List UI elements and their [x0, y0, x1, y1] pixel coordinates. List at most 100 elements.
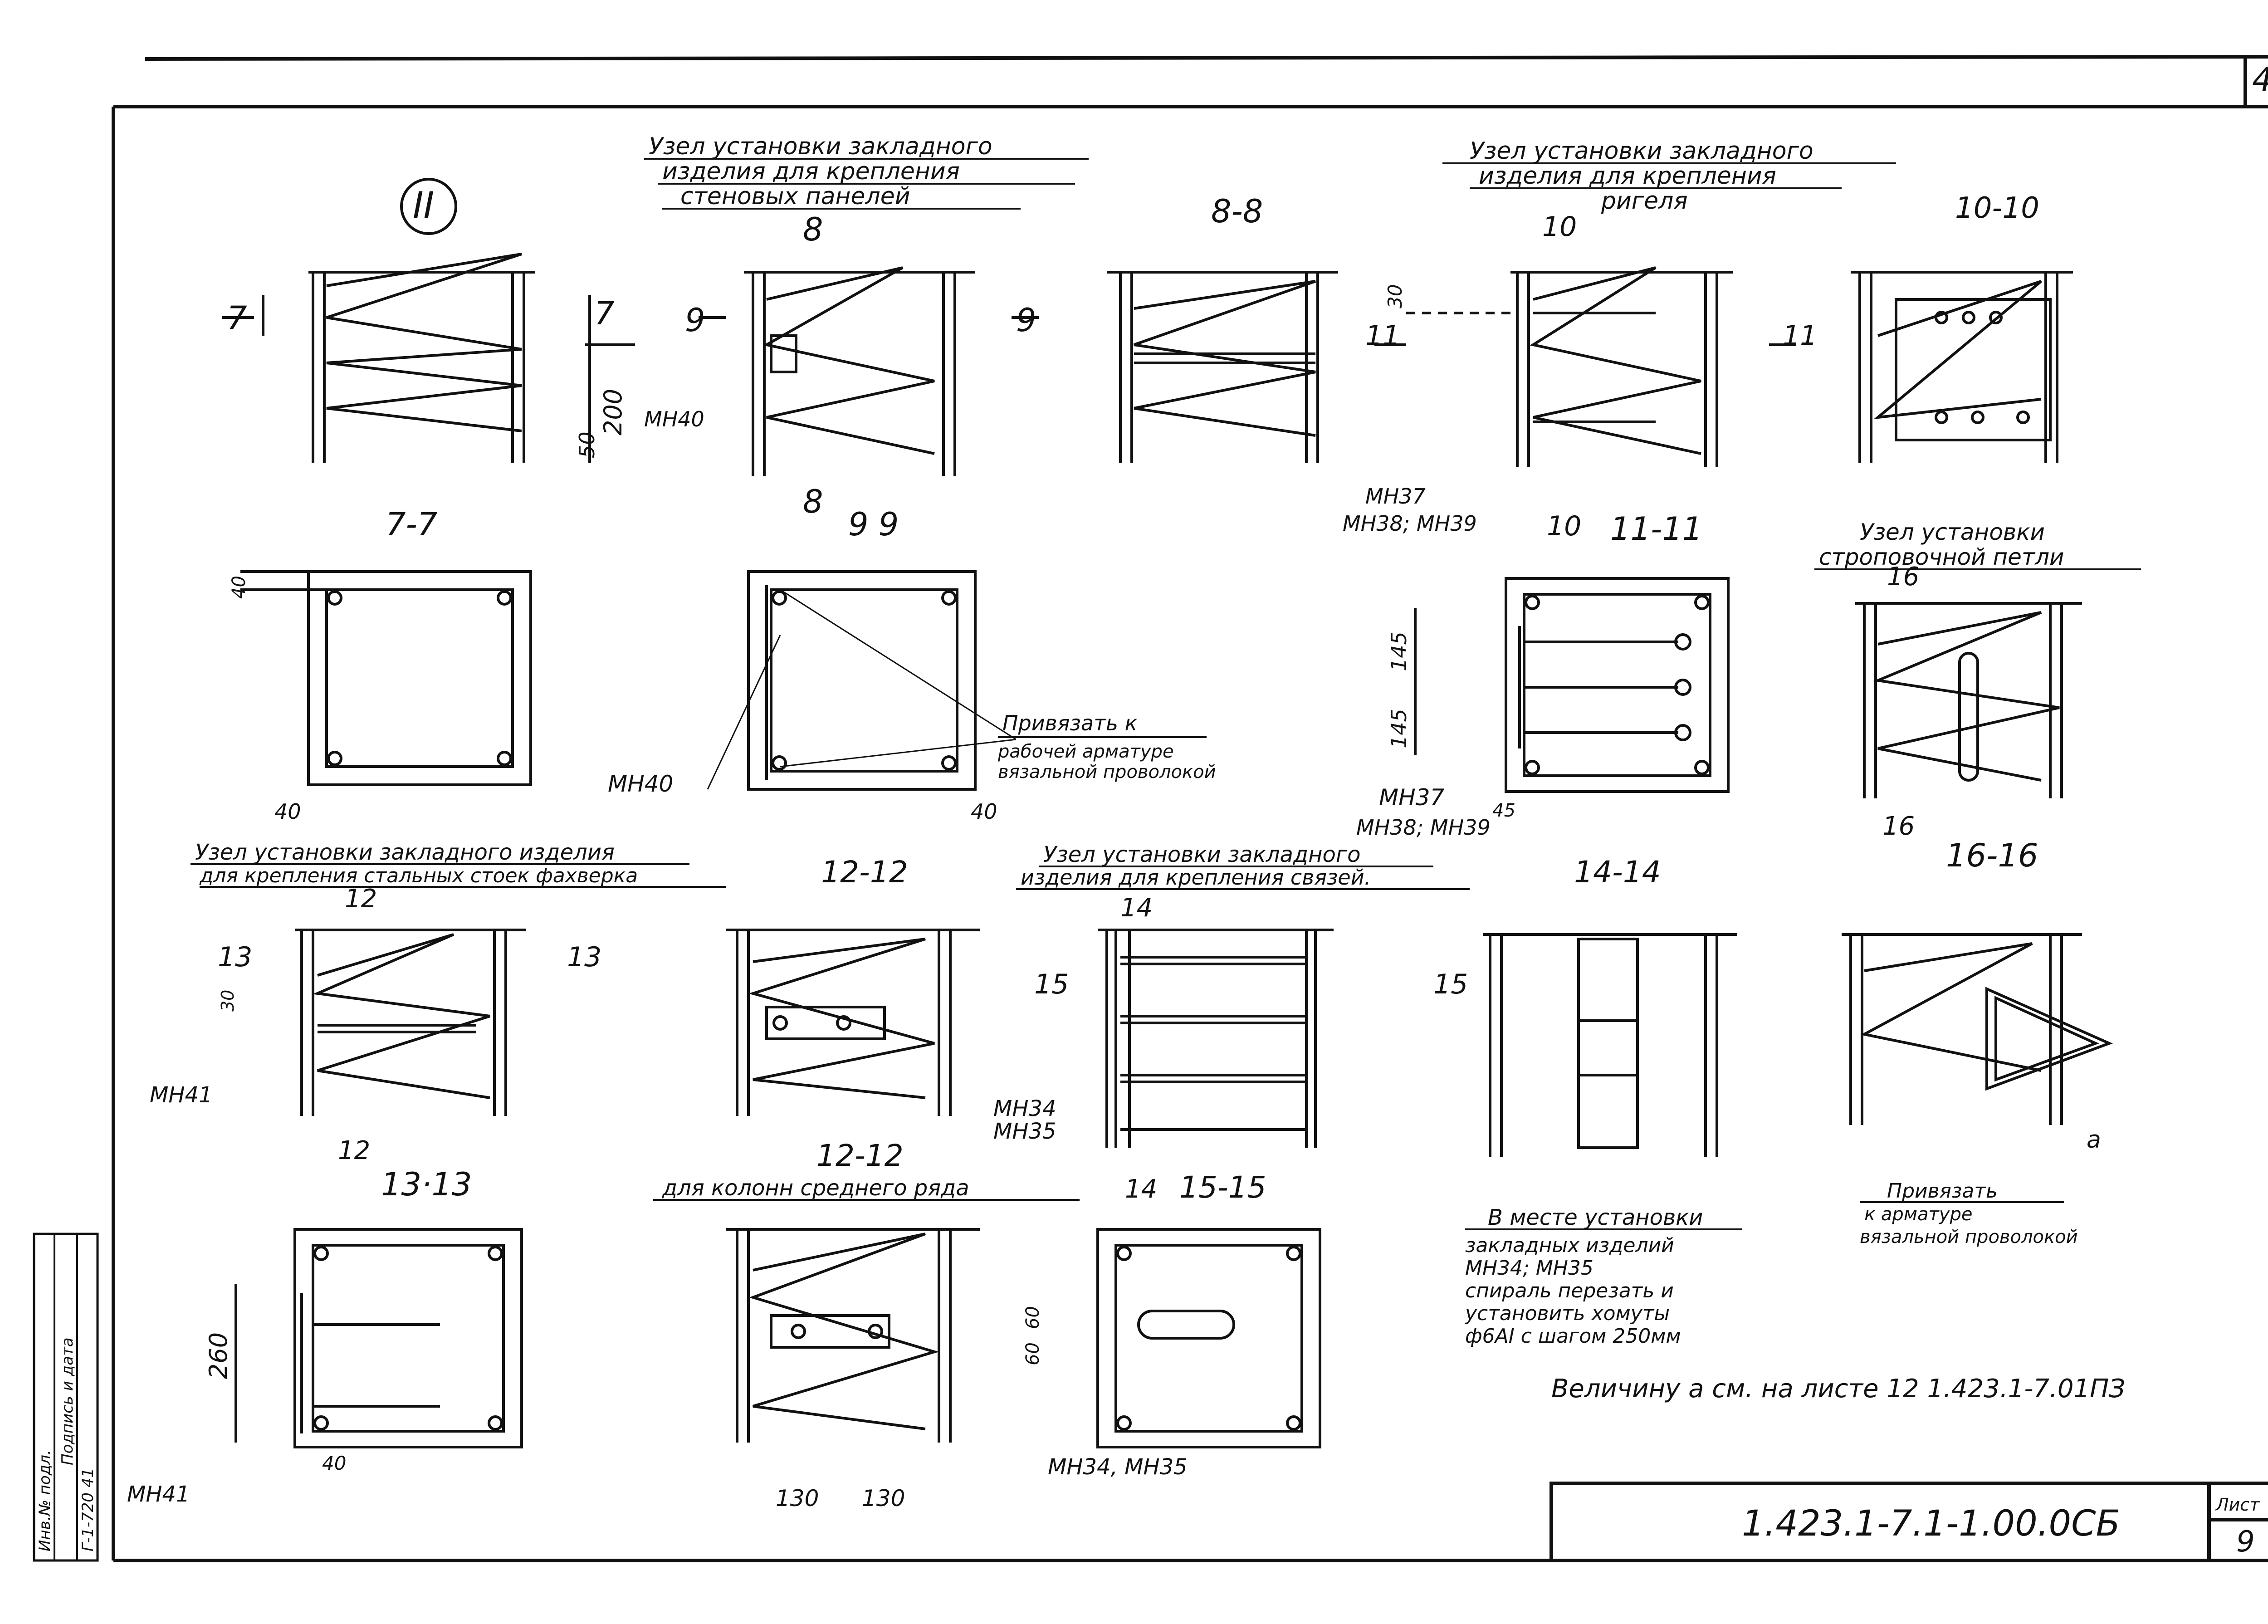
- mh41-top: МН41: [150, 1082, 213, 1108]
- label-9-left: 9: [685, 302, 705, 339]
- section-12-12-title: 12-12: [821, 855, 908, 890]
- label-n7: 7: [227, 299, 247, 337]
- label-15-right: 15: [1433, 969, 1468, 1000]
- stamp-code: 1.423.1-7.1-1.00.0СБ: [1742, 1503, 2120, 1544]
- label-14-bottom: 14: [1125, 1174, 1157, 1204]
- side-stamp-line2: Подпись и дата: [59, 1337, 77, 1465]
- loop-plan: [1842, 933, 2113, 1125]
- section-9-elevation: [699, 266, 1039, 476]
- section-10-10-title: 10-10: [1955, 191, 2039, 225]
- side-stamp-line3: Г-1-720 41: [79, 1468, 97, 1551]
- node-roman: II: [413, 184, 434, 226]
- dim-40-right: 40: [971, 799, 997, 824]
- section-12-12b-title: 12-12: [816, 1138, 904, 1173]
- mh-note: В месте установки закладных изделий МН34…: [1464, 1205, 1742, 1348]
- steel-elevation: [295, 929, 526, 1116]
- dim-45: 45: [1492, 800, 1515, 821]
- steel-title-1: Узел установки закладного изделия: [195, 840, 615, 865]
- dim-260: 260: [204, 1332, 233, 1379]
- bracing-title: Узел установки закладного изделия для кр…: [1016, 842, 1470, 890]
- instruction-1-line2: рабочей арматуре: [997, 741, 1174, 762]
- mh40-top: МН40: [644, 407, 704, 431]
- label-16-top: 16: [1887, 562, 1919, 592]
- dim-a: a: [2087, 1126, 2101, 1154]
- crossbar-title: Узел установки закладного изделия для кр…: [1442, 137, 1896, 215]
- side-stamp-line1: Инв.№ подл.: [36, 1450, 54, 1551]
- section-8-8-title: 8-8: [1211, 193, 1263, 230]
- mh-note-1: В месте установки: [1488, 1205, 1703, 1230]
- dim-130-b: 130: [862, 1485, 905, 1511]
- section-7-7-title: 7-7: [386, 506, 437, 543]
- label-12-bottom: 12: [338, 1136, 370, 1165]
- label-12-top: 12: [345, 884, 377, 914]
- dim-40-bottom: 40: [322, 1452, 346, 1474]
- crossbar-title-1: Узел установки закладного: [1470, 137, 1813, 165]
- mh41-bottom: МН41: [127, 1482, 190, 1507]
- dim-145-b: 145: [1387, 709, 1411, 748]
- section-14-14-title: 14-14: [1574, 855, 1661, 890]
- node-wall-elevation: [222, 178, 635, 463]
- mh38-plan: МН38; МН39: [1356, 815, 1491, 840]
- crossbar-title-2: изделия для крепления: [1479, 162, 1776, 190]
- label-10-top: 10: [1542, 211, 1577, 243]
- label-11-right: 11: [1783, 320, 1817, 352]
- stamp-sheet-number: 9: [2236, 1525, 2255, 1559]
- mh37-top: МН37: [1365, 484, 1426, 509]
- dim-200: 200: [599, 389, 627, 435]
- instruction-1-line1: Привязать к: [1002, 711, 1138, 735]
- label-10-bottom: 10: [1547, 510, 1581, 542]
- dim-30-steel: 30: [218, 990, 238, 1012]
- wall-title-2: изделия для крепления: [662, 158, 960, 185]
- dim-30: 30: [1384, 284, 1406, 308]
- label-8-bottom: 8: [803, 483, 823, 520]
- instruction-1-line3: вязальной проволокой: [998, 762, 1216, 783]
- side-stamp: Инв.№ подл. Подпись и дата Г-1-720 41: [33, 1233, 99, 1562]
- label-9-right: 9: [1016, 302, 1036, 339]
- section-12-12: [726, 929, 980, 1116]
- wall-title-3: стеновых панелей: [680, 183, 910, 210]
- label-n7-right: 7: [594, 295, 615, 332]
- mh-note-6: ф6АI с шагом 250мм: [1465, 1325, 1681, 1348]
- mh-note-5: установить хомуты: [1464, 1302, 1670, 1325]
- label-13-left: 13: [218, 941, 252, 973]
- label-8-top: 8: [803, 211, 823, 248]
- section-10-10: [1851, 271, 2073, 463]
- section-15-15: [1096, 1228, 1321, 1448]
- section-16-16-title: 16-16: [1946, 837, 2038, 874]
- label-13-right: 13: [567, 941, 601, 973]
- section-15-15-title: 15-15: [1179, 1170, 1266, 1205]
- section-14-14: [1483, 933, 1737, 1157]
- dim-145-a: 145: [1387, 631, 1411, 671]
- dim-40-left: 40: [274, 799, 301, 824]
- instruction-2: Привязать к арматуре вязальной проволоко…: [1860, 1179, 2078, 1247]
- section-8-8: [1107, 271, 1338, 463]
- label-15-left: 15: [1034, 969, 1069, 1000]
- sling-title-1: Узел установки: [1860, 519, 2045, 545]
- dim-50: 50: [575, 431, 599, 458]
- sling-title-2: строповочной петли: [1819, 544, 2064, 570]
- bracing-title-1: Узел установки закладного: [1043, 842, 1360, 867]
- wall-title: Узел установки закладного изделия для кр…: [644, 133, 1089, 210]
- mh40-plan: МН40: [608, 771, 673, 797]
- label-11-left: 11: [1365, 320, 1400, 352]
- section-9-9: [707, 570, 1017, 791]
- section-9-9-title: 9 9: [848, 506, 899, 543]
- dim-40-top: 40: [229, 576, 249, 599]
- instruction-2-line2: к арматуре: [1864, 1204, 1972, 1225]
- mh38-top: МН38; МН39: [1343, 511, 1477, 536]
- section-11-11-title: 11-11: [1610, 510, 1702, 548]
- middle-title: для колонн среднего ряда: [662, 1175, 969, 1201]
- note-value-a: Величину a см. на листе 12 1.423.1-7.01П…: [1551, 1374, 2125, 1404]
- bracing-title-2: изделия для крепления связей.: [1021, 865, 1371, 890]
- dim-130-a: 130: [776, 1485, 819, 1511]
- sling-elevation: [1855, 602, 2082, 798]
- label-14-top: 14: [1120, 893, 1153, 923]
- mh37-plan: МН37: [1379, 784, 1445, 811]
- mh-note-4: спираль перезать и: [1465, 1279, 1674, 1302]
- mh-note-2: закладных изделий: [1465, 1234, 1674, 1257]
- instruction-2-line3: вязальной проволокой: [1860, 1227, 2078, 1247]
- page-number: 41: [2252, 60, 2268, 98]
- section-11-11: [1414, 577, 1730, 793]
- section-10-elevation: [1374, 266, 1796, 467]
